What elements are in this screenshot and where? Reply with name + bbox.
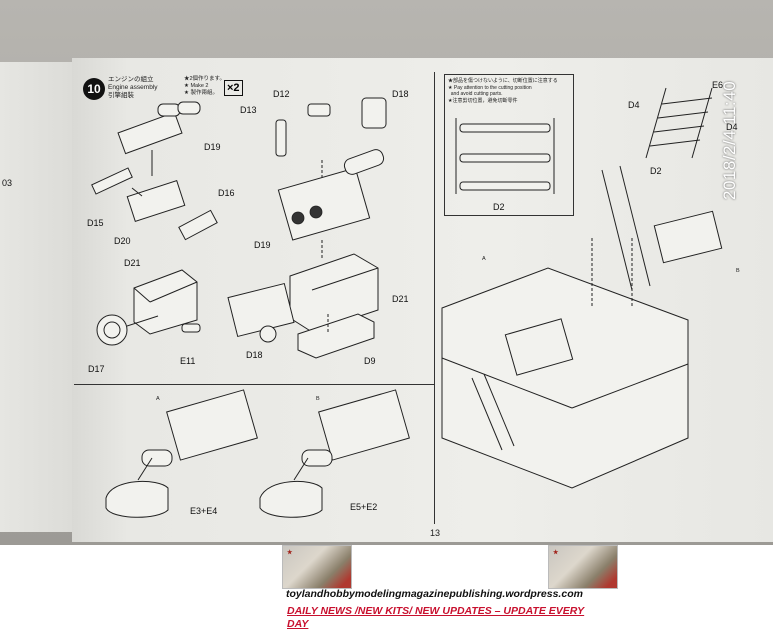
ref-label-a-hull: A — [482, 256, 486, 262]
part-label-d21-right: D21 — [392, 294, 409, 304]
right-page: 10 エンジンの組立 Engine assembly 引擎組裝 ★2個作ります。… — [72, 58, 773, 542]
part-label-d13: D13 — [240, 105, 257, 115]
part-label-d20: D20 — [114, 236, 131, 246]
make-note: ★2個作ります。 ★ Make 2 ★ 製作兩組。 — [184, 76, 226, 96]
part-label-e11: E11 — [180, 356, 196, 366]
part-label-e6: E6 — [712, 80, 724, 90]
footer-banner: ★ ★ toylandhobbymodelingmagazinepublishi… — [0, 545, 773, 634]
part-label-d2-box: D2 — [493, 202, 505, 212]
part-label-d21-left: D21 — [124, 258, 141, 268]
part-label-e3-e4: E3+E4 — [190, 506, 218, 516]
d18-lower-drawing — [227, 282, 295, 343]
d4-ladder-drawing — [645, 87, 713, 159]
magazine-logo-thumbnail-right: ★ — [548, 545, 618, 589]
left-edge-label: 03 — [2, 178, 13, 188]
ref-label-b-hull: B — [736, 268, 740, 274]
part-label-d19-top: D19 — [204, 142, 221, 152]
part-label-d17: D17 — [88, 364, 105, 374]
d2-sprue-drawing — [455, 118, 555, 194]
engine-assembly-drawings — [91, 87, 723, 518]
part-label-d18-lower: D18 — [246, 350, 263, 360]
page-number: 13 — [430, 528, 441, 538]
part-label-d12: D12 — [273, 89, 290, 99]
d19-center-drawing — [277, 149, 385, 241]
caution-note: ★部品を傷つけないように、切断位置に注意する ★ Pay attention t… — [448, 78, 558, 104]
ref-label-a-lower: A — [156, 396, 160, 402]
step-number-badge: 10 — [83, 78, 105, 100]
part-label-e5-e2: E5+E2 — [350, 502, 378, 512]
engine-a-drawing — [105, 389, 258, 518]
step-title-cn: 引擎組裝 — [108, 92, 134, 99]
d19-top-drawing — [117, 101, 201, 176]
part-label-d4-right: D4 — [726, 122, 738, 132]
news-tagline: DAILY NEWS /NEW KITS/ NEW UPDATES – UPDA… — [287, 605, 585, 630]
part-label-d15: D15 — [87, 218, 104, 228]
part-label-d19-center: D19 — [254, 240, 271, 250]
part-label-d4-left: D4 — [628, 100, 640, 110]
part-label-d2-right: D2 — [650, 166, 662, 176]
caution-box — [444, 74, 574, 216]
part-label-d16: D16 — [218, 188, 235, 198]
lower-divider — [74, 384, 434, 385]
multiplier-box: ×2 — [224, 80, 243, 96]
d20-block-drawing — [91, 167, 186, 223]
part-label-d18-top: D18 — [392, 89, 409, 99]
magazine-logo-thumbnail: ★ — [282, 545, 352, 589]
left-page: 03 — [0, 62, 72, 532]
hull-drawing — [441, 267, 689, 489]
part-label-d9: D9 — [364, 356, 376, 366]
engine-b-drawing — [259, 389, 410, 518]
manual-photo: 03 10 エンジンの組立 Engine assembly 引擎組裝 ★2個作り… — [0, 0, 773, 545]
step-title-jp: エンジンの組立 — [108, 76, 154, 83]
photo-timestamp: 2018/2/4 11:40 — [720, 80, 739, 200]
step-title-en: Engine assembly — [108, 84, 158, 91]
right-column-divider — [434, 72, 762, 524]
ref-label-b-lower: B — [316, 396, 320, 402]
d21-cover-drawing — [133, 269, 198, 335]
website-link[interactable]: toylandhobbymodelingmagazinepublishing.w… — [286, 588, 583, 600]
